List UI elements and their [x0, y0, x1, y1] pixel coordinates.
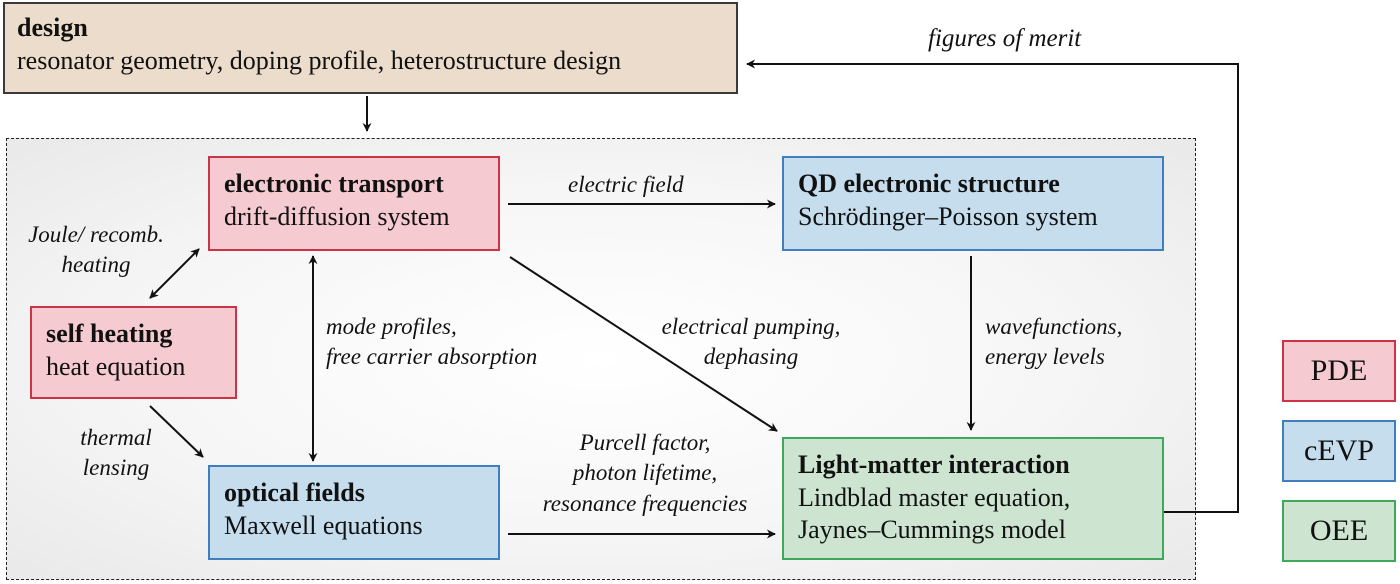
- joule-line-2: heating: [61, 252, 131, 278]
- figures-of-merit-label: figures of merit: [928, 25, 1082, 52]
- optical-fields-subtitle: Maxwell equations: [224, 510, 423, 540]
- wavefunctions-label: wavefunctions, energy levels: [985, 312, 1122, 373]
- legend-pde: PDE: [1282, 340, 1396, 402]
- light-matter-interaction-box: Light-matter interaction Lindblad master…: [782, 437, 1164, 560]
- legend-pde-label: PDE: [1310, 354, 1368, 387]
- qd-structure-subtitle: Schrödinger–Poisson system: [798, 201, 1098, 231]
- light-matter-subtitle-1: Lindblad master equation,: [798, 482, 1071, 512]
- thermal-lensing-arrow: [149, 405, 204, 458]
- thermal-lensing-label: thermal lensing: [56, 423, 176, 484]
- electronic-transport-subtitle: drift-diffusion system: [224, 201, 450, 231]
- mode-line-2: free carrier absorption: [326, 344, 538, 370]
- electronic-transport-title: electronic transport: [224, 169, 444, 198]
- figures-of-merit-arrow: [746, 59, 1239, 513]
- qd-electronic-structure-box: QD electronic structure Schrödinger–Pois…: [782, 156, 1164, 251]
- purcell-line-3: resonance frequencies: [542, 490, 748, 516]
- pumping-line-2: dephasing: [703, 344, 799, 370]
- wave-line-2: energy levels: [985, 344, 1105, 370]
- thermal-line-1: thermal: [80, 425, 152, 450]
- legend-cevp-label: cEVP: [1304, 434, 1374, 467]
- self-heating-box: self heating heat equation: [30, 306, 237, 399]
- joule-heating-arrow: [149, 248, 200, 299]
- joule-line-1: Joule/ recomb.: [28, 222, 164, 247]
- optical-fields-box: optical fields Maxwell equations: [208, 465, 500, 560]
- qd-structure-title: QD electronic structure: [798, 169, 1060, 198]
- legend-cevp: cEVP: [1282, 420, 1396, 482]
- thermal-line-2: lensing: [82, 455, 150, 481]
- joule-heating-label: Joule/ recomb. heating: [16, 220, 176, 281]
- legend-oee: OEE: [1282, 500, 1396, 562]
- wave-line-1: wavefunctions,: [985, 314, 1123, 339]
- design-title: design: [17, 13, 88, 42]
- self-heating-title: self heating: [46, 319, 173, 348]
- purcell-line-1: Purcell factor,: [579, 430, 711, 455]
- optical-fields-title: optical fields: [224, 478, 365, 507]
- purcell-label: Purcell factor, photon lifetime, resonan…: [510, 428, 780, 519]
- mode-profiles-label: mode profiles, free carrier absorption: [326, 312, 537, 373]
- self-heating-subtitle: heat equation: [46, 351, 186, 381]
- electrical-pumping-arrow: [509, 256, 778, 432]
- electrical-pumping-label: electrical pumping, dephasing: [636, 312, 866, 373]
- legend-oee-label: OEE: [1309, 514, 1369, 547]
- electric-field-label: electric field: [568, 172, 684, 197]
- design-subtitle: resonator geometry, doping profile, hete…: [17, 45, 622, 75]
- purcell-line-2: photon lifetime,: [572, 460, 718, 486]
- pumping-line-1: electrical pumping,: [661, 314, 841, 339]
- electronic-transport-box: electronic transport drift-diffusion sys…: [208, 156, 500, 251]
- light-matter-title: Light-matter interaction: [798, 450, 1070, 479]
- mode-line-1: mode profiles,: [326, 314, 457, 339]
- light-matter-subtitle-2: Jaynes–Cummings model: [798, 515, 1066, 544]
- design-box: design resonator geometry, doping profil…: [3, 2, 738, 94]
